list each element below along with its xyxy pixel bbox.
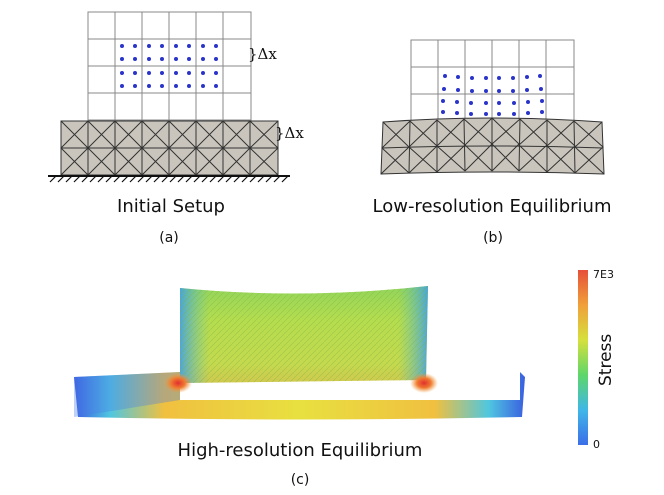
panel-a-tag: (a) — [159, 230, 179, 246]
panel-a-background-grid — [87, 11, 252, 121]
panel-a-ground-hatch — [48, 175, 290, 183]
panel-a-particles — [120, 44, 218, 88]
panel-c-tag: (c) — [290, 472, 310, 488]
panel-b-background-grid — [410, 39, 575, 123]
panel-b-particles — [441, 74, 544, 116]
panel-c-title: High-resolution Equilibrium — [177, 440, 423, 461]
panel-b-title: Low-resolution Equilibrium — [372, 196, 612, 217]
colorbar-title: Stress — [596, 333, 616, 386]
panel-b-tag: (b) — [483, 230, 503, 246]
colorbar-min-label: 0 — [593, 438, 600, 451]
colorbar-max-label: 7E3 — [593, 268, 614, 281]
delta-x-label-upper: }Δx — [248, 45, 277, 63]
colorbar — [578, 270, 588, 445]
delta-x-label-lower: }Δx — [275, 124, 304, 142]
panel-a-title: Initial Setup — [117, 196, 225, 217]
panel-b-deformed-fem-block — [380, 117, 605, 175]
panel-c-stress-field — [74, 286, 525, 420]
panel-a-fem-block — [60, 120, 279, 176]
